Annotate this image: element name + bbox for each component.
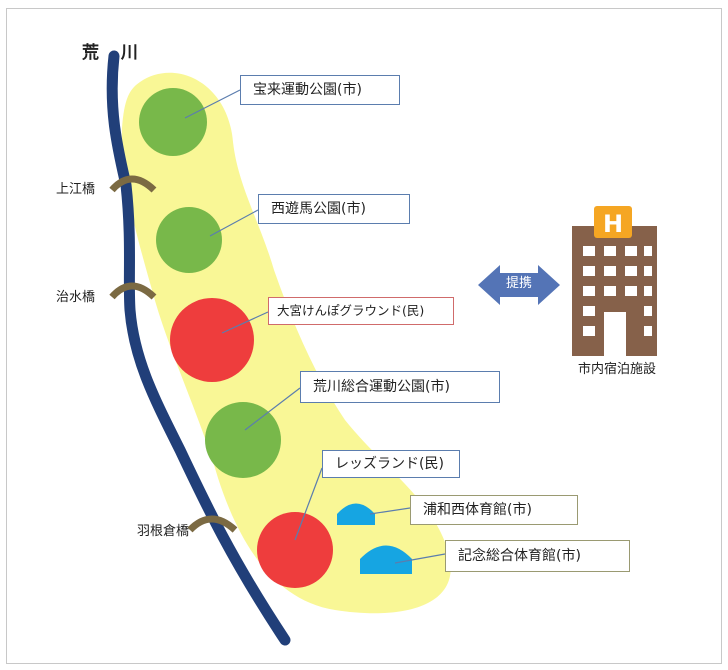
river-name: 荒 川 bbox=[82, 43, 146, 63]
bridge-label-kamigo: 上江橋 bbox=[56, 182, 96, 197]
bridge-chisui bbox=[109, 282, 157, 300]
leader-omiya-kenpo bbox=[221, 311, 269, 334]
label-urawa-nishi-gym: 浦和西体育館(市) bbox=[410, 495, 578, 525]
facility-zone bbox=[121, 72, 451, 614]
label-hourai-park: 宝来運動公園(市) bbox=[240, 75, 400, 105]
park-hourai bbox=[139, 88, 207, 156]
partnership-arrow bbox=[478, 265, 560, 305]
gym-kinen-sogo bbox=[360, 545, 412, 574]
label-redsland: レッズランド(民) bbox=[322, 450, 460, 478]
hotel-building: H bbox=[572, 206, 657, 356]
park-arakawa-sogo bbox=[205, 402, 281, 478]
bridge-label-chisui: 治水橋 bbox=[56, 290, 96, 305]
ground-omiya-kenpo bbox=[170, 298, 254, 382]
label-arakawa-sogo-park: 荒川総合運動公園(市) bbox=[300, 371, 500, 403]
leader-redsland bbox=[294, 467, 323, 541]
partnership-label: 提携 bbox=[505, 276, 532, 291]
bridge-kamigo bbox=[109, 175, 157, 193]
leader-kinen-sogo bbox=[394, 553, 446, 564]
ground-redsland bbox=[257, 512, 333, 588]
leader-urawa-nishi bbox=[369, 507, 411, 515]
bridge-label-haneguragawa: 羽根倉橋 bbox=[137, 524, 190, 539]
leader-arakawa-sogo bbox=[244, 387, 301, 431]
label-omiya-kenpo-ground: 大宮けんぽグラウンド(民) bbox=[268, 297, 454, 325]
bridge-haneguragawa bbox=[187, 515, 238, 533]
park-nishiasuma bbox=[156, 207, 222, 273]
hotel-sign: H bbox=[603, 210, 623, 238]
gym-urawa-nishi bbox=[337, 503, 375, 525]
leader-nishiasuma bbox=[209, 209, 259, 237]
leader-hourai bbox=[184, 89, 241, 119]
label-kinen-sogo-gym: 記念総合体育館(市) bbox=[445, 540, 630, 572]
hotel-label: 市内宿泊施設 bbox=[578, 362, 657, 377]
label-nishiasuma-park: 西遊馬公園(市) bbox=[258, 194, 410, 224]
